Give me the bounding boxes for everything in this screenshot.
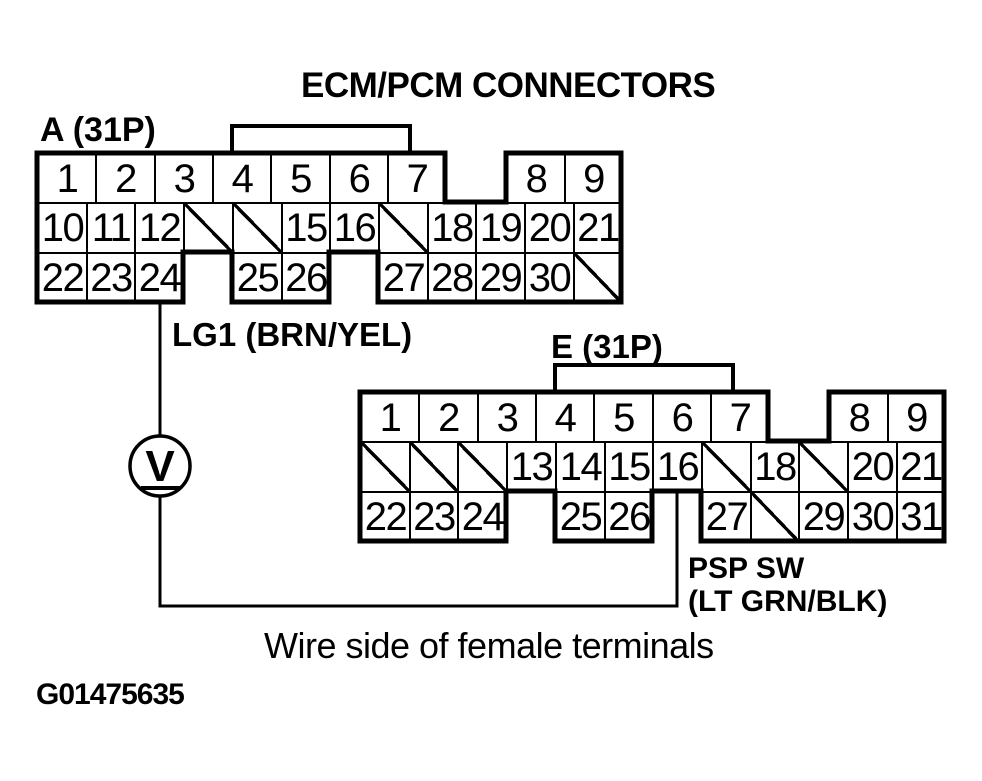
voltmeter-v-glyph: V bbox=[145, 442, 175, 491]
caption: Wire side of female terminals bbox=[264, 625, 714, 666]
connector-E-pin-16: 16 bbox=[652, 441, 703, 493]
connector-A-pin-8: 8 bbox=[506, 153, 566, 204]
connector-A-pin-5: 5 bbox=[270, 153, 331, 204]
connector-A-pin-7: 7 bbox=[387, 153, 447, 204]
connector-A-pin-16: 16 bbox=[329, 202, 380, 254]
connector-A-pin-28: 28 bbox=[427, 252, 477, 304]
wire-label-psp-line2: (LT GRN/BLK) bbox=[688, 585, 888, 618]
connector-E-blocked-cell bbox=[750, 491, 800, 543]
wire-label-psp: PSP SW (LT GRN/BLK) bbox=[688, 552, 887, 618]
connector-E-pin-31: 31 bbox=[896, 491, 946, 543]
connector-A-pin-26: 26 bbox=[281, 252, 331, 304]
connector-E-blocked-cell bbox=[409, 441, 459, 493]
connector-E-pin-24: 24 bbox=[457, 491, 508, 543]
connector-A-pin-21: 21 bbox=[573, 202, 623, 254]
connector-E-blocked-cell bbox=[457, 441, 508, 493]
connector-A-pin-22: 22 bbox=[37, 252, 88, 304]
connector-E-pin-3: 3 bbox=[477, 392, 537, 443]
connector-A-blocked-cell bbox=[183, 202, 234, 254]
connector-E-pin-20: 20 bbox=[847, 441, 898, 493]
connector-E-pin-29: 29 bbox=[798, 491, 849, 543]
connector-A-pin-9: 9 bbox=[564, 153, 623, 204]
connector-E-pin-13: 13 bbox=[506, 441, 557, 493]
connector-E-pin-7: 7 bbox=[710, 392, 770, 443]
voltmeter-symbol bbox=[128, 434, 192, 498]
connector-A-pin-11: 11 bbox=[86, 202, 136, 254]
connector-A-pin-6: 6 bbox=[329, 153, 389, 204]
connector-E-pin-2: 2 bbox=[418, 392, 479, 443]
connector-E-pin-6: 6 bbox=[652, 392, 712, 443]
connector-A-pin-1: 1 bbox=[37, 153, 97, 204]
connector-A-pin-4: 4 bbox=[212, 153, 272, 204]
connector-A-pin-3: 3 bbox=[154, 153, 214, 204]
connector-E-blocked-cell bbox=[798, 441, 849, 493]
connector-E-pin-9: 9 bbox=[887, 392, 946, 443]
connector-A-pin-29: 29 bbox=[475, 252, 526, 304]
connector-E-keying-tab bbox=[553, 363, 735, 392]
connector-E-pin-15: 15 bbox=[604, 441, 654, 493]
connector-E-pin-27: 27 bbox=[701, 491, 752, 543]
connector-A-pin-10: 10 bbox=[37, 202, 88, 254]
connector-A-blocked-cell bbox=[378, 202, 429, 254]
wire-label-psp-line1: PSP SW bbox=[688, 552, 805, 585]
connector-A-blocked-cell bbox=[232, 202, 283, 254]
connector-A-pin-30: 30 bbox=[524, 252, 575, 304]
connector-A-pin-2: 2 bbox=[95, 153, 156, 204]
connector-A-keying-tab bbox=[230, 124, 412, 153]
connector-E-pin-4: 4 bbox=[535, 392, 595, 443]
connector-E-pin-8: 8 bbox=[829, 392, 889, 443]
wire-label-lg1: LG1 (BRN/YEL) bbox=[172, 316, 413, 353]
connector-A-pin-23: 23 bbox=[86, 252, 136, 304]
connector-A-blocked-cell bbox=[573, 252, 623, 304]
diagram-title: ECM/PCM CONNECTORS bbox=[301, 66, 716, 105]
connector-A-pin-20: 20 bbox=[524, 202, 575, 254]
connector-E-blocked-cell bbox=[360, 441, 411, 493]
connector-E-pin-26: 26 bbox=[604, 491, 654, 543]
figure-id: G01475635 bbox=[36, 678, 185, 711]
connector-E-pin-23: 23 bbox=[409, 491, 459, 543]
connector-A-pin-15: 15 bbox=[281, 202, 331, 254]
connector-A-pin-24: 24 bbox=[134, 252, 185, 304]
connector-e-label: E (31P) bbox=[551, 328, 663, 365]
connector-A-pin-18: 18 bbox=[427, 202, 477, 254]
connector-A-pin-25: 25 bbox=[232, 252, 283, 304]
connector-E-pin-22: 22 bbox=[360, 491, 411, 543]
connector-E-pin-25: 25 bbox=[555, 491, 606, 543]
connector-E-blocked-cell bbox=[701, 441, 752, 493]
connector-E-pin-1: 1 bbox=[360, 392, 420, 443]
connector-A-pin-12: 12 bbox=[134, 202, 185, 254]
connector-a-label: A (31P) bbox=[40, 111, 156, 149]
connector-E-pin-14: 14 bbox=[555, 441, 606, 493]
connector-A-pin-19: 19 bbox=[475, 202, 526, 254]
connector-A-pin-27: 27 bbox=[378, 252, 429, 304]
connector-E-pin-30: 30 bbox=[847, 491, 898, 543]
connector-E-pin-21: 21 bbox=[896, 441, 946, 493]
connector-E-pin-5: 5 bbox=[593, 392, 654, 443]
connector-E-pin-18: 18 bbox=[750, 441, 800, 493]
